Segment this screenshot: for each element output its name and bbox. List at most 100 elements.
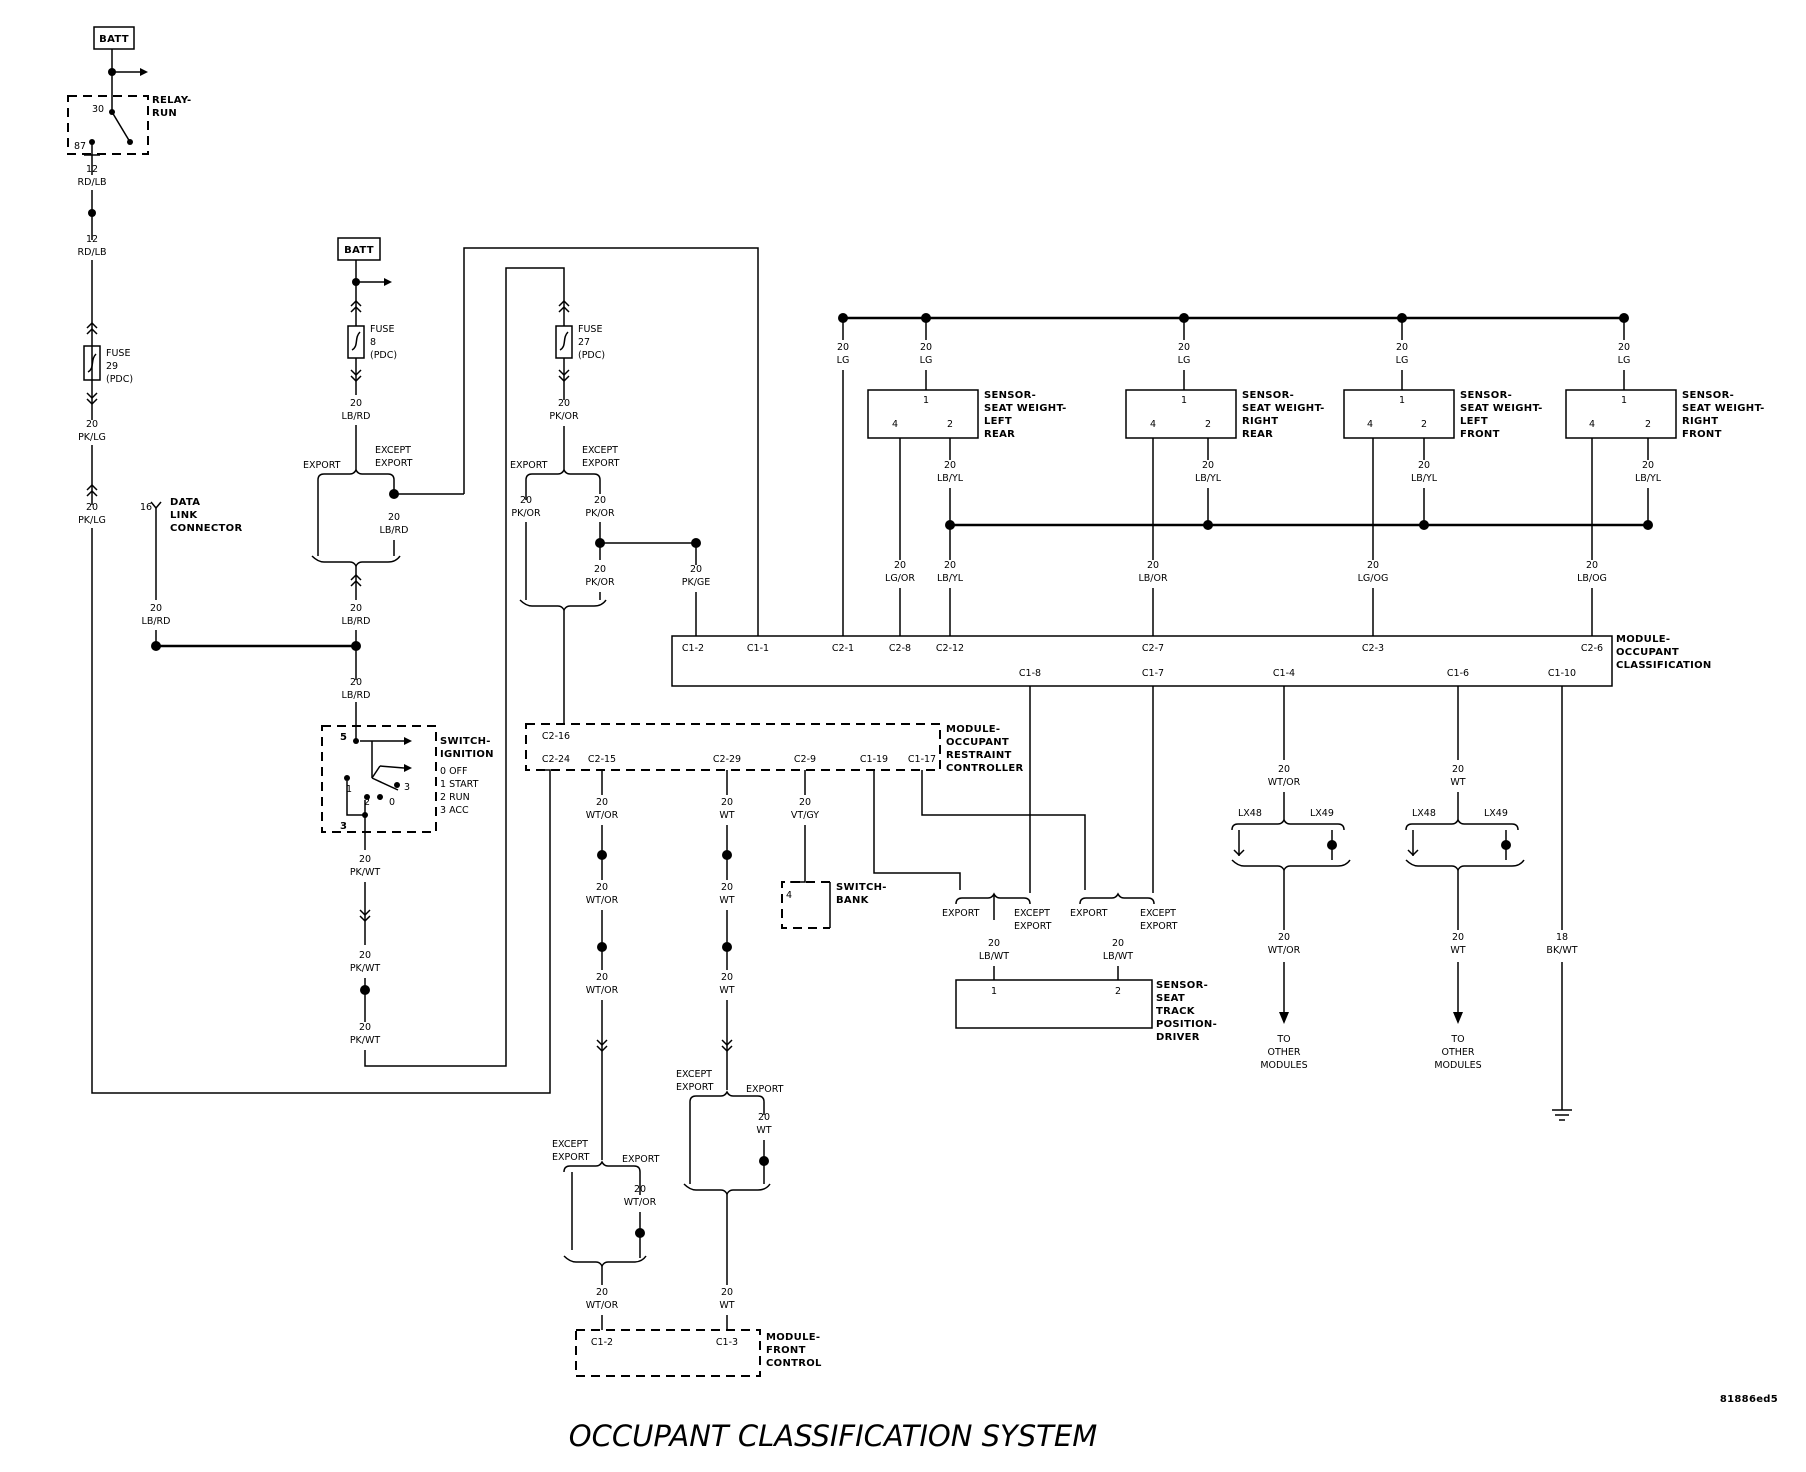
wire-left-3-color: PK/LG xyxy=(78,432,106,443)
ocm-pin-c2-7: C2-7 xyxy=(1142,643,1164,654)
switch-bank-label: SWITCH-BANK xyxy=(836,882,887,906)
s2-pin4: 4 xyxy=(1150,419,1156,430)
relay-pin87: 87 xyxy=(74,141,86,152)
ignition-switch-box xyxy=(321,725,437,833)
export-label-f27: EXPORT xyxy=(510,460,548,471)
batt-box-mid xyxy=(337,237,381,261)
bus2-lx48: LX48 xyxy=(1412,808,1436,819)
s1-pin2: 2 xyxy=(947,419,953,430)
relay-run-label: RELAY-RUN xyxy=(152,95,191,119)
relay-run-box xyxy=(67,95,149,155)
track-pin2: 2 xyxy=(1115,986,1121,997)
bus1-lx48: LX48 xyxy=(1238,808,1262,819)
sensor-seat-weight-left-front xyxy=(1343,389,1455,439)
dlc-pin: 16 xyxy=(140,502,152,513)
wire-left-3-gauge: 20 xyxy=(86,419,98,430)
export-label-f8: EXPORT xyxy=(303,460,341,471)
orc-pin-c2-16: C2-16 xyxy=(542,731,570,742)
ocm-pin-c1-4: C1-4 xyxy=(1273,668,1295,679)
orc-pin-c2-29: C2-29 xyxy=(713,754,741,765)
track-export-b: EXPORT xyxy=(1070,908,1108,919)
ocm-pin-c1-7: C1-7 xyxy=(1142,668,1164,679)
sensor-seat-track-position-driver xyxy=(955,979,1153,1029)
s2-pin2: 2 xyxy=(1205,419,1211,430)
ocm-pin-c1-6: C1-6 xyxy=(1447,668,1469,679)
wire-left-1-gauge: 12 xyxy=(86,164,98,175)
orc-pin-c1-17: C1-17 xyxy=(908,754,936,765)
s4-pin2: 2 xyxy=(1645,419,1651,430)
ocm-pin-c2-6: C2-6 xyxy=(1581,643,1603,654)
s1-pin4: 4 xyxy=(892,419,898,430)
bus2-lx49: LX49 xyxy=(1484,808,1508,819)
batt-label-left: BATT xyxy=(99,34,129,45)
orc-pin-c1-19: C1-19 xyxy=(860,754,888,765)
ocm-pin-c1-2: C1-2 xyxy=(682,643,704,654)
s3-pin1: 1 xyxy=(1399,395,1405,406)
occupant-classification-module xyxy=(671,635,1613,687)
ign-pin3: 3 xyxy=(340,821,347,832)
ocm-pin-c1-8: C1-8 xyxy=(1019,668,1041,679)
diagram-title: OCCUPANT CLASSIFICATION SYSTEM xyxy=(569,1419,1097,1453)
switch-bank-pin: 4 xyxy=(786,890,792,901)
s2-pin1: 1 xyxy=(1181,395,1187,406)
relay-pin30: 30 xyxy=(92,104,104,115)
s3-pin2: 2 xyxy=(1421,419,1427,430)
s1-pin1: 1 xyxy=(923,395,929,406)
batt-box-left xyxy=(93,26,135,50)
orc-module-box xyxy=(525,723,941,771)
track-pin1: 1 xyxy=(991,986,997,997)
sensor-seat-weight-right-rear xyxy=(1125,389,1237,439)
ocm-pin-c2-3: C2-3 xyxy=(1362,643,1384,654)
ocm-pin-c1-1: C1-1 xyxy=(747,643,769,654)
wtor-export: EXPORT xyxy=(622,1154,660,1165)
fuse-29 xyxy=(83,345,101,381)
ignition-switch-label: SWITCH-IGNITION xyxy=(440,736,494,760)
s4-pin1: 1 xyxy=(1621,395,1627,406)
ocm-pin-c2-8: C2-8 xyxy=(889,643,911,654)
track-export-a: EXPORT xyxy=(942,908,980,919)
drawing-number: 81886ed5 xyxy=(1720,1394,1778,1405)
bus1-lx49: LX49 xyxy=(1310,808,1334,819)
